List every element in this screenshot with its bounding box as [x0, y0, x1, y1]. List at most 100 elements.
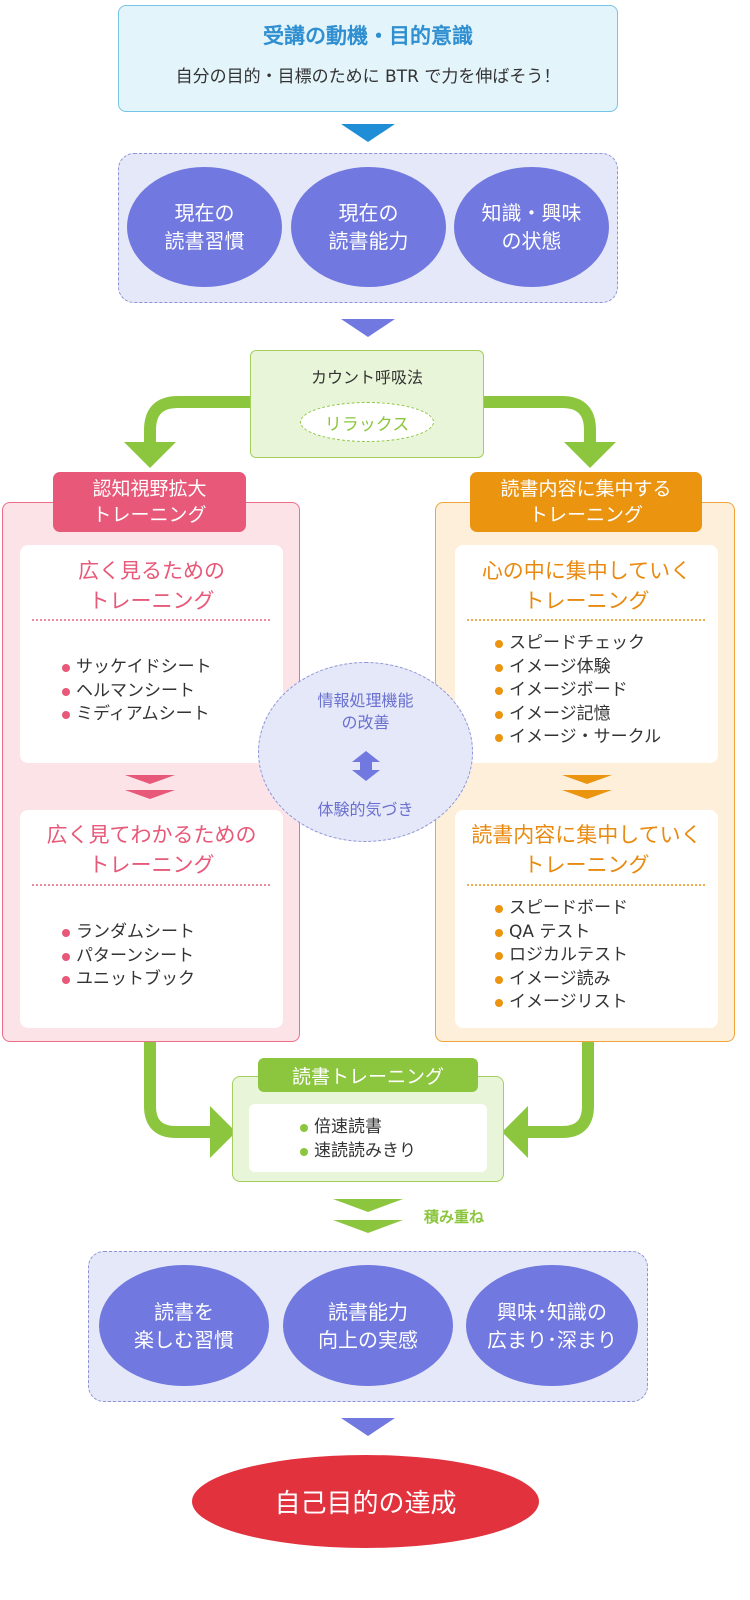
card-divider	[32, 884, 270, 886]
list-item: ヘルマンシート	[62, 680, 272, 704]
bullet-icon	[495, 952, 503, 960]
list-item-label: イメージリスト	[509, 992, 628, 1012]
ellipse-line: 楽しむ習慣	[134, 1327, 234, 1352]
bullet-icon	[495, 734, 503, 742]
tab-line: 認知視野拡大	[92, 478, 207, 500]
bullet-icon	[495, 710, 503, 719]
tab-line: トレーニング	[528, 504, 643, 526]
bullet-icon	[495, 640, 503, 648]
bullet-icon	[495, 999, 503, 1007]
wide-view-card-title: 広く見るための トレーニング	[20, 556, 283, 616]
list-item: 倍速読書	[300, 1116, 480, 1140]
ellipse-line: 現在の	[338, 201, 399, 225]
motivation-title: 受講の動機・目的意識	[263, 24, 473, 48]
info-line: の改善	[341, 713, 390, 732]
wide-view-card	[20, 545, 283, 763]
ellipse-line: 読書能力	[328, 1299, 408, 1324]
list-item-label: 速読読みきり	[314, 1140, 416, 1161]
down-arrow-icon	[341, 1418, 395, 1436]
bullet-icon	[495, 975, 503, 984]
list-item: サッケイドシート	[62, 656, 272, 680]
motivation-box	[118, 5, 618, 112]
bullet-icon	[300, 1147, 308, 1156]
list-item: イメージ体験	[495, 656, 710, 680]
count-breathing-title: カウント呼吸法	[310, 368, 423, 387]
list-item-label: イメージ記憶	[509, 703, 611, 724]
reading-training-list: 倍速読書 速読読みきり	[300, 1116, 480, 1163]
list-item-label: イメージ体験	[509, 656, 611, 677]
list-item-label: サッケイドシート	[76, 657, 212, 677]
interest-knowledge-growth: 興味･知識の広まり･深まり	[466, 1265, 638, 1386]
card-title-line: 心の中に集中していく	[481, 559, 692, 583]
ellipse-line: 向上の実感	[318, 1327, 418, 1352]
bullet-icon	[300, 1124, 308, 1132]
list-item: イメージ・サークル	[495, 726, 710, 750]
reading-focus-tab: 読書内容に集中するトレーニング	[470, 472, 702, 532]
inner-focus-list: スピードチェック イメージ体験 イメージボード イメージ記憶 イメージ・サークル	[495, 632, 710, 750]
down-arrow-icon	[341, 124, 395, 142]
motivation-subtitle: 自分の目的・目標のために BTR で力を伸ばそう！	[175, 67, 561, 87]
inner-focus-card-title: 心の中に集中していく トレーニング	[455, 556, 718, 616]
list-item-label: ロジカルテスト	[509, 945, 628, 965]
reading-ability-improvement: 読書能力向上の実感	[283, 1265, 453, 1386]
list-item: ユニットブック	[62, 968, 272, 992]
list-item-label: QA テスト	[509, 921, 591, 942]
list-item-label: スピードボード	[509, 898, 628, 918]
list-item: パターンシート	[62, 945, 272, 969]
ellipse-line: 興味･知識の	[497, 1299, 607, 1324]
inner-focus-card	[455, 545, 718, 763]
wide-view-list: サッケイドシート ヘルマンシート ミディアムシート	[62, 656, 272, 727]
card-title-line: 広く見るための	[78, 559, 225, 583]
list-item-label: イメージ・サークル	[509, 727, 662, 747]
bullet-icon	[495, 905, 503, 913]
list-item-label: パターンシート	[76, 945, 195, 966]
list-item-label: スピードチェック	[509, 633, 645, 653]
ellipse-line: 知識・興味	[481, 201, 582, 225]
up-down-arrow-icon	[352, 751, 380, 781]
list-item-label: ミディアムシート	[76, 704, 210, 724]
content-focus-list: スピードボード QA テスト ロジカルテスト イメージ読み イメージリスト	[495, 897, 710, 1015]
reading-training-tab: 読書トレーニング	[258, 1058, 478, 1092]
list-item: イメージ読み	[495, 968, 710, 992]
reading-enjoyment-habit: 読書を楽しむ習慣	[99, 1265, 269, 1386]
bullet-icon	[62, 952, 70, 961]
bullet-icon	[62, 976, 70, 984]
list-item: ランダムシート	[62, 921, 272, 945]
list-item: ロジカルテスト	[495, 944, 710, 968]
card-title-line: トレーニング	[523, 853, 650, 877]
down-arrow-icon	[341, 319, 395, 337]
double-chevron-down-icon	[125, 775, 175, 799]
double-chevron-down-icon	[562, 775, 612, 799]
content-focus-card	[455, 810, 718, 1028]
cognitive-field-tab: 認知視野拡大トレーニング	[53, 472, 246, 532]
list-item-label: イメージボード	[509, 680, 628, 700]
list-item-label: イメージ読み	[509, 968, 611, 989]
ellipse-line: 広まり･深まり	[487, 1327, 617, 1352]
bullet-icon	[495, 687, 503, 695]
ellipse-line: 読書習慣	[164, 229, 245, 253]
list-item: イメージ記憶	[495, 703, 710, 727]
ellipse-line: 現在の	[174, 201, 235, 225]
list-item: スピードチェック	[495, 632, 710, 656]
wide-understand-list: ランダムシート パターンシート ユニットブック	[62, 921, 272, 992]
experiential-awareness-label: 体験的気づき	[317, 800, 414, 819]
list-item: イメージリスト	[495, 991, 710, 1015]
content-focus-card-title: 読書内容に集中していく トレーニング	[455, 820, 718, 880]
card-title-line: 広く見てわかるための	[46, 823, 257, 847]
ellipse-line: の状態	[501, 229, 562, 253]
list-item-label: ランダムシート	[76, 922, 195, 942]
double-chevron-down-icon	[333, 1199, 403, 1233]
ellipse-line: 読書を	[154, 1299, 214, 1324]
bullet-icon	[62, 664, 70, 672]
bullet-icon	[62, 687, 70, 696]
tab-line: トレーニング	[92, 504, 207, 526]
ellipse-line: 読書能力	[328, 229, 409, 253]
list-item: 速読読みきり	[300, 1140, 480, 1164]
accumulate-label: 積み重ね	[424, 1208, 485, 1226]
list-item-label: ユニットブック	[76, 969, 195, 989]
current-reading-habit: 現在の読書習慣	[127, 167, 282, 287]
wide-understand-card	[20, 810, 283, 1028]
info-line: 情報処理機能	[317, 691, 414, 710]
card-title-line: トレーニング	[523, 589, 650, 613]
card-title-line: トレーニング	[88, 853, 215, 877]
